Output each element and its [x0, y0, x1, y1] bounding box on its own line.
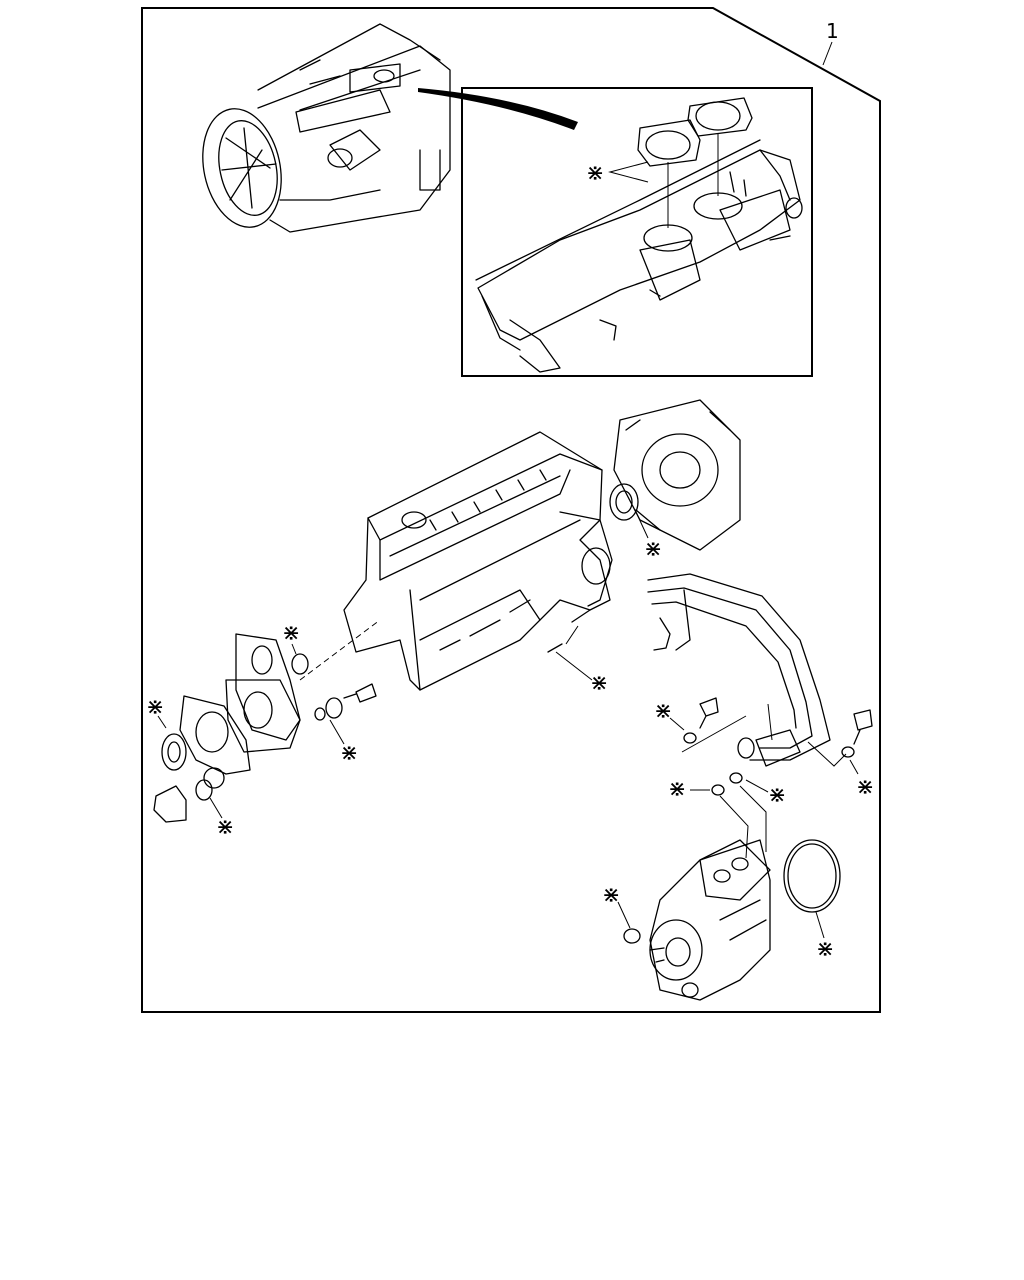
bolt-left — [699, 697, 719, 729]
rear-seal-marker: ⋇ — [644, 537, 662, 562]
front-washer-marker: ⋇ — [340, 741, 358, 766]
large-oring — [783, 839, 841, 913]
front-oring-2-marker: ⋇ — [216, 815, 234, 840]
callout-leader-1 — [822, 41, 833, 66]
callout-number-1: 1 — [826, 19, 839, 43]
block-studs-marker: ⋇ — [590, 671, 608, 696]
block-studs-leader — [555, 625, 593, 681]
bolt-right — [853, 709, 873, 745]
pipe-washer-d-marker: ⋇ — [856, 775, 874, 800]
front-cover-seal-marker: ⋇ — [146, 695, 164, 720]
manifold-inset-box — [461, 87, 813, 377]
pump-oring — [623, 928, 641, 944]
pipe-washer-a-marker: ⋇ — [654, 699, 672, 724]
cylinder-block — [299, 431, 613, 691]
front-washer — [314, 707, 326, 721]
intake-manifold-gaskets — [475, 97, 803, 373]
inset-arrow — [418, 88, 578, 130]
reference-engine — [202, 23, 451, 233]
injection-pump — [649, 839, 771, 1001]
front-oring-1-marker: ⋇ — [282, 621, 300, 646]
front-cover-parts — [153, 633, 301, 823]
kit-border — [141, 7, 881, 1013]
pump-oring-marker: ⋇ — [602, 883, 620, 908]
pipe-washer-b-marker: ⋇ — [668, 777, 686, 802]
large-oring-marker: ⋇ — [816, 937, 834, 962]
rear-seal — [609, 483, 639, 521]
front-oring-2 — [195, 779, 213, 801]
fuel-pipes — [647, 573, 831, 767]
manifold-gasket-marker: ⋇ — [586, 161, 604, 186]
pipe-washer-c-marker: ⋇ — [768, 783, 786, 808]
flywheel-housing — [613, 399, 741, 551]
front-oring-1 — [291, 653, 309, 675]
manifold-marker-leader — [608, 161, 649, 183]
